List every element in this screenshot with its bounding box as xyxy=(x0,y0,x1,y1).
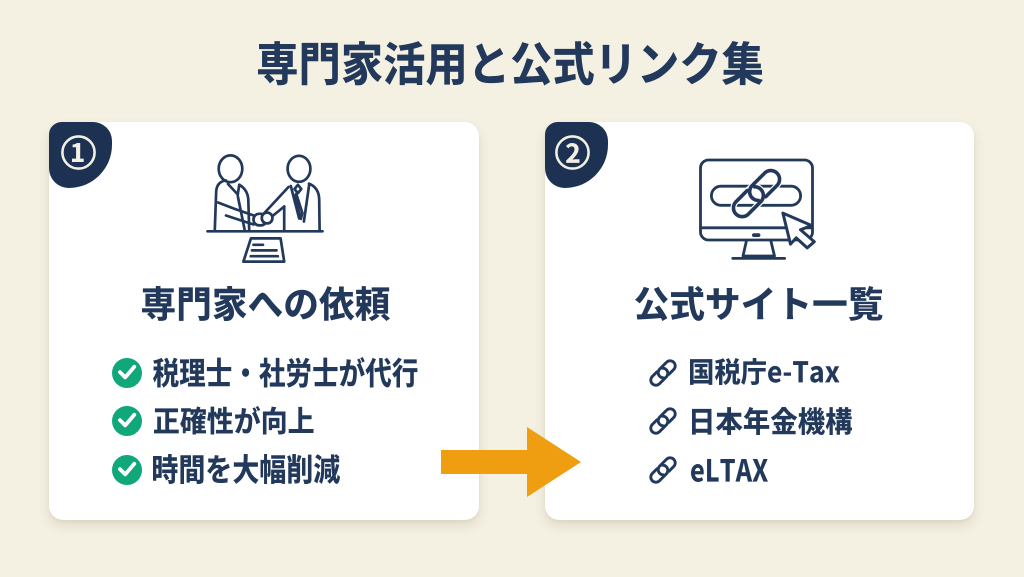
number-circle-icon xyxy=(60,134,96,170)
list-item-label: 時間を大幅削減 xyxy=(153,454,340,484)
list-item-text xyxy=(153,405,314,434)
badge-number xyxy=(72,142,85,162)
list-item-text xyxy=(152,454,340,484)
card-heading-text xyxy=(635,286,883,321)
list-item-text xyxy=(153,356,418,388)
list-item-label: 税理士・社労士が代行 xyxy=(153,357,417,388)
card-heading-label: 専門家への依頼 xyxy=(142,286,390,321)
monitor-link-icon xyxy=(699,158,816,260)
list-item-text xyxy=(690,458,768,482)
card-official-links: 2 公式サイト一覧国税庁e-Tax 日本年金機構 eLTAX xyxy=(545,122,974,520)
badge-number xyxy=(565,142,580,163)
card-number-badge: 1 xyxy=(48,122,112,188)
card-heading-label: 公式サイト一覧 xyxy=(635,286,883,321)
link-icon xyxy=(649,407,677,435)
handshake-icon xyxy=(206,154,324,263)
list-item-text xyxy=(690,357,840,385)
card-number-badge: 2 xyxy=(545,122,608,188)
link-icon xyxy=(649,455,677,484)
card-expert-request: 1 専門家への依頼税理士・社労士が代行正確性が向上時間を大幅削減 xyxy=(48,122,479,520)
check-icon xyxy=(111,454,142,485)
list-item-label[interactable]: eLTAX xyxy=(691,459,768,482)
list-item-label[interactable]: 日本年金機構 xyxy=(692,407,852,435)
link-icon xyxy=(649,358,677,387)
page-title-label: 専門家活用と公式リンク集 xyxy=(258,41,763,86)
list-item-label[interactable]: 国税庁e-Tax xyxy=(690,358,840,385)
list-item-text xyxy=(691,406,852,435)
check-icon xyxy=(111,406,142,437)
page-title-text xyxy=(258,41,764,86)
flow-arrow-icon xyxy=(441,427,581,497)
number-circle-icon xyxy=(555,135,590,171)
list-item-label: 正確性が向上 xyxy=(154,406,314,435)
card-heading-text xyxy=(142,286,391,321)
check-icon xyxy=(111,358,142,388)
